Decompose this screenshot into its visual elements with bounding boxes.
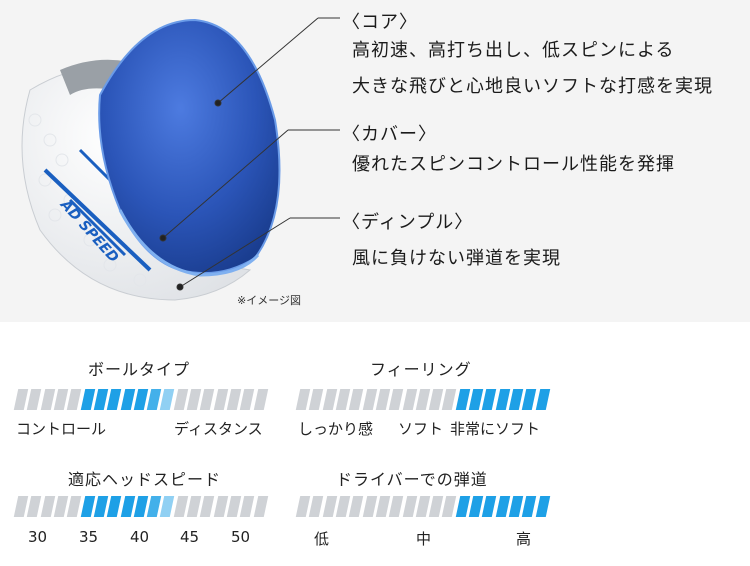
gauge-segment xyxy=(200,496,215,517)
gauge-segment xyxy=(120,389,136,410)
gauge-trajectory: ドライバーでの弾道 低 中 高 xyxy=(295,462,551,552)
gauge-segment xyxy=(133,389,149,410)
gauge-segment xyxy=(388,496,404,517)
gauge-tick: 低 xyxy=(314,530,330,548)
gauge-tick: 中 xyxy=(416,530,432,548)
gauge-segment xyxy=(40,389,56,410)
gauge-segment xyxy=(106,496,122,517)
gauge-segment xyxy=(67,496,82,517)
gauge-tick: 50 xyxy=(231,528,251,546)
core-heading: 〈コア〉 xyxy=(342,12,418,33)
gauge-segment xyxy=(415,389,431,410)
golf-ball-cutaway-illustration: AD SPEED xyxy=(21,18,281,301)
gauge-segment xyxy=(120,496,136,517)
gauge-segment xyxy=(80,389,96,410)
gauge-segment xyxy=(93,496,109,517)
image-note: ※イメージ図 xyxy=(237,294,301,307)
gauge-segment xyxy=(362,496,378,517)
gauge-segment xyxy=(309,389,324,410)
gauge-segment xyxy=(362,389,378,410)
gauge-segment xyxy=(455,389,471,410)
gauge-segment xyxy=(133,496,149,517)
gauge-segment xyxy=(173,496,189,517)
gauge-tick: しっかり感 xyxy=(298,420,374,438)
gauge-segment xyxy=(402,389,418,410)
gauge-title: ドライバーでの弾道 xyxy=(336,470,488,489)
gauge-segment xyxy=(27,496,42,517)
gauge-segment xyxy=(213,389,229,410)
gauge-feeling: フィーリング しっかり感 ソフト 非常にソフト xyxy=(295,352,551,442)
gauge-segment xyxy=(240,496,255,517)
gauge-segment xyxy=(67,389,82,410)
gauge-segment xyxy=(455,496,471,517)
gauge-tick: 高 xyxy=(516,530,532,548)
gauge-tick: 45 xyxy=(180,528,200,546)
gauge-segment xyxy=(322,496,338,517)
gauge-segment xyxy=(388,389,404,410)
gauge-segment xyxy=(200,389,215,410)
gauge-title: フィーリング xyxy=(370,360,472,379)
gauge-segment xyxy=(535,389,551,410)
gauge-segment xyxy=(402,496,418,517)
gauge-segment xyxy=(40,496,56,517)
gauge-segment xyxy=(482,496,497,517)
gauge-segment xyxy=(93,389,109,410)
gauge-segment xyxy=(442,496,458,517)
dimple-description: 風に負けない弾道を実現 xyxy=(352,248,561,269)
gauge-segment xyxy=(309,496,324,517)
gauge-segment xyxy=(213,496,229,517)
gauge-tick: 非常にソフト xyxy=(450,420,541,438)
gauge-title: 適応ヘッドスピード xyxy=(68,470,222,489)
gauge-segment xyxy=(495,389,511,410)
gauge-segment xyxy=(27,389,42,410)
gauge-segment xyxy=(322,389,338,410)
cover-heading: 〈カバー〉 xyxy=(342,124,437,145)
gauge-segment xyxy=(442,389,458,410)
cover-description: 優れたスピンコントロール性能を発揮 xyxy=(352,154,675,175)
gauge-tick: ディスタンス xyxy=(174,420,263,438)
gauge-segment xyxy=(482,389,497,410)
gauge-bar xyxy=(13,496,269,517)
gauge-title: ボールタイプ xyxy=(88,360,191,379)
gauge-tick: ソフト xyxy=(398,420,444,438)
gauge-segment xyxy=(522,496,537,517)
gauge-head-speed: 適応ヘッドスピード 30 35 40 45 50 xyxy=(13,462,269,552)
gauge-segment xyxy=(173,389,189,410)
gauge-segment xyxy=(349,496,364,517)
gauge-segment xyxy=(160,389,176,410)
gauge-segment xyxy=(495,496,511,517)
gauge-tick: 40 xyxy=(130,528,150,546)
gauge-bar xyxy=(13,389,269,410)
gauge-ball-type: ボールタイプ コントロール ディスタンス xyxy=(13,352,269,442)
dimple-heading: 〈ディンプル〉 xyxy=(342,212,474,233)
gauge-segment xyxy=(106,389,122,410)
gauge-segment xyxy=(253,496,269,517)
gauge-segment xyxy=(349,389,364,410)
gauge-segment xyxy=(375,389,391,410)
gauge-bar xyxy=(295,389,551,410)
core-description-line-1: 高初速、高打ち出し、低スピンによる xyxy=(352,40,675,61)
gauge-segment xyxy=(160,496,176,517)
gauge-segment xyxy=(415,496,431,517)
gauge-segment xyxy=(80,496,96,517)
gauge-segment xyxy=(375,496,391,517)
gauge-tick: 35 xyxy=(79,528,99,546)
gauge-tick: コントロール xyxy=(16,420,107,438)
gauge-tick: 30 xyxy=(28,528,48,546)
core-description-line-2: 大きな飛びと心地良いソフトな打感を実現 xyxy=(352,76,713,97)
gauge-segment xyxy=(535,496,551,517)
gauge-segment xyxy=(240,389,255,410)
gauge-segment xyxy=(253,389,269,410)
gauge-segment xyxy=(522,389,537,410)
gauge-bar xyxy=(295,496,551,517)
